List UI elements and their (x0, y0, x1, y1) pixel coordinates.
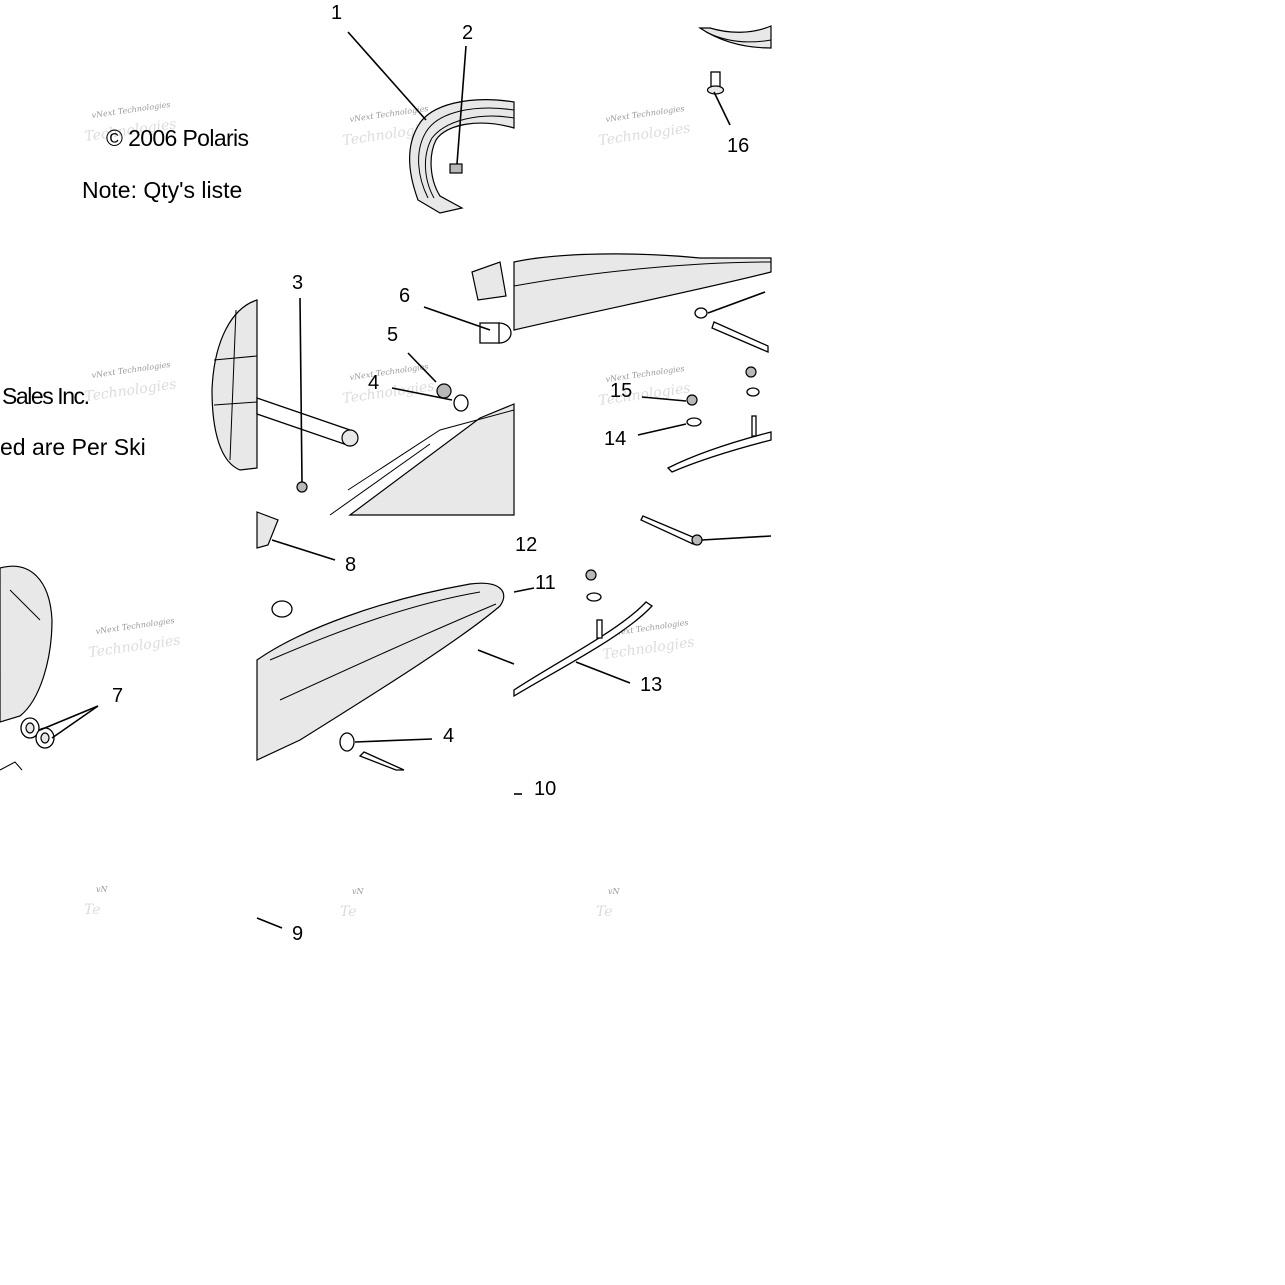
watermark-text: vNext Technologies (605, 104, 685, 124)
nut-part (436, 383, 452, 399)
callout-3: 3 (292, 272, 303, 294)
notes-block: © 2006 Polaris Note: Qty's liste Sales I… (0, 125, 249, 460)
watermark-text: vN (608, 887, 621, 896)
callout-7: 7 (112, 685, 123, 707)
watermark-text-faint: Te (596, 904, 613, 920)
tile-ski-body (256, 261, 515, 516)
watermark-text-faint: Te (340, 904, 357, 920)
callout-11: 11 (535, 572, 556, 594)
callout-4: 4 (368, 372, 379, 394)
copyright-text-continued: Sales Inc. (2, 383, 90, 409)
callout-5: 5 (387, 324, 398, 346)
bolt-part (640, 515, 703, 546)
tile-ski-side (513, 253, 772, 473)
leader-lines (39, 31, 772, 929)
ski-loop-handle (409, 99, 515, 214)
callout-16: 16 (727, 135, 749, 157)
callout-10: 10 (534, 778, 556, 800)
callout-13: 13 (640, 674, 662, 696)
carbide-runner (513, 601, 653, 698)
watermark-text: vNext Technologies (349, 104, 429, 124)
callout-6: 6 (399, 285, 410, 307)
watermark: vNext Technologies Technologies (341, 362, 435, 407)
tile-screw (698, 25, 772, 95)
tile-spindle (0, 565, 55, 771)
ski-frame (329, 403, 515, 516)
nut-part (585, 569, 597, 581)
tile-runner (513, 515, 703, 698)
watermark-text: vNext Technologies (91, 100, 171, 120)
ski-deck (256, 582, 505, 761)
watermark: vNext Technologies Technologies (597, 104, 691, 149)
handle-fastener (449, 163, 463, 174)
watermark-partial: vN Te (340, 887, 365, 920)
tile-ski-tip (211, 299, 258, 471)
washer-part (686, 417, 702, 427)
callout-1: 1 (331, 2, 342, 24)
watermark-text-faint: Technologies (597, 120, 691, 149)
copyright-text: © 2006 Polaris (106, 125, 249, 151)
watermark-text-faint: Te (84, 902, 101, 918)
note-text: Note: Qty's liste (82, 177, 242, 203)
note-text-continued: ed are Per Ski (0, 434, 146, 460)
washer-part (586, 592, 602, 602)
watermark-text: vNext Technologies (91, 360, 171, 380)
watermark-text-faint: Technologies (87, 632, 181, 661)
watermark: vNext Technologies Technologies (83, 360, 177, 405)
bushing-part (20, 717, 40, 739)
callout-12: 12 (515, 534, 537, 556)
watermark-text-faint: Technologies (341, 378, 435, 407)
bushing-part (35, 727, 55, 749)
watermark-partial: vN Te (84, 885, 109, 918)
watermark-text-faint: Technologies (83, 376, 177, 405)
pin-part (711, 321, 769, 353)
nut-part (296, 481, 308, 493)
watermark-partial: vN Te (596, 887, 621, 920)
washer-part (694, 307, 708, 319)
plug-part (271, 600, 293, 618)
washer-part (453, 394, 469, 412)
watermark-text: vNext Technologies (349, 362, 429, 382)
bolt-part (256, 397, 359, 447)
tile-handle (409, 99, 515, 214)
screw-part (706, 71, 725, 95)
watermark-text-faint: Technologies (601, 634, 695, 663)
callout-15: 15 (610, 380, 632, 402)
bracket-part (471, 261, 507, 301)
bushing-part (479, 322, 512, 344)
washer-part (339, 732, 355, 752)
watermark-text: vN (352, 887, 365, 896)
watermark: vNext Technologies Technologies (601, 618, 695, 663)
watermark-text: vN (96, 885, 109, 894)
pin-part (358, 751, 405, 771)
tile-ski-bottom (256, 511, 505, 771)
wear-bar-part (666, 415, 772, 473)
nut-part (686, 394, 698, 406)
callout-8: 8 (345, 554, 356, 576)
callout-4: 4 (443, 725, 454, 747)
callout-14: 14 (604, 428, 626, 450)
callouts: 1 2 3 4 4 5 6 7 8 9 10 11 12 13 14 15 16 (112, 2, 749, 945)
watermark: vNext Technologies Technologies (87, 616, 181, 661)
watermark-text: vNext Technologies (95, 616, 175, 636)
nut-part (745, 366, 760, 397)
callout-2: 2 (462, 22, 473, 44)
callout-9: 9 (292, 923, 303, 945)
